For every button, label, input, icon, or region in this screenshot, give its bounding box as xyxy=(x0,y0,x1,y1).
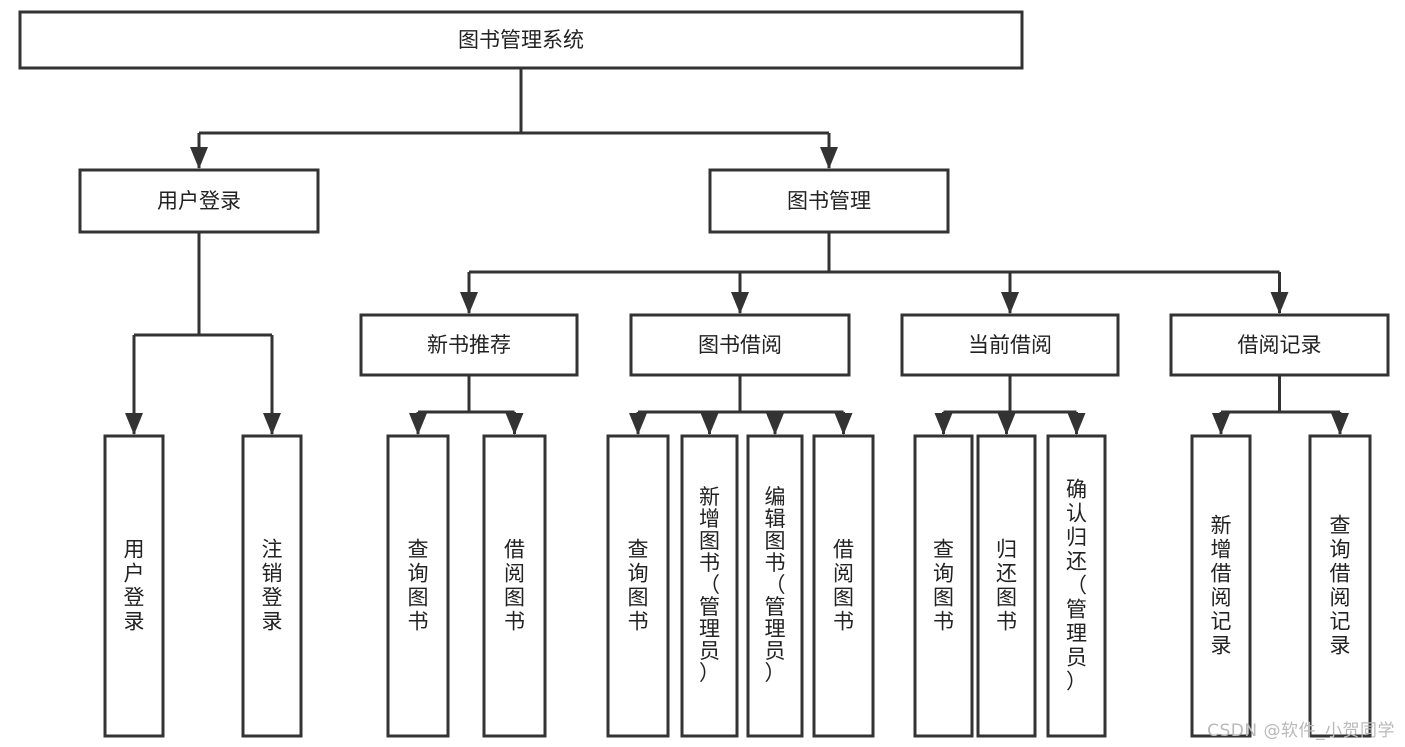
node-rect[interactable] xyxy=(1190,434,1252,738)
arrow-head-icon xyxy=(997,413,1016,435)
node-rect[interactable] xyxy=(482,434,547,738)
arrow-head-icon xyxy=(700,413,719,435)
node-rect[interactable] xyxy=(78,168,320,234)
node-rect[interactable] xyxy=(913,434,974,738)
arrow-head-icon xyxy=(766,413,784,435)
arrow-head-icon xyxy=(505,413,524,435)
leaf-user-2[interactable] xyxy=(241,434,303,738)
node-label: 当前借阅 xyxy=(968,333,1052,357)
node-label-vertical: 编辑图书（管理员） xyxy=(765,485,786,685)
leaf-4-1[interactable] xyxy=(1190,434,1252,738)
node-label-vertical: 借阅图书 xyxy=(504,538,525,634)
leaf-user-1[interactable] xyxy=(103,434,165,738)
node-label-vertical: 借阅图书 xyxy=(833,538,854,634)
node-rect[interactable] xyxy=(359,313,579,377)
node-label: 新书推荐 xyxy=(427,333,511,357)
node-label-vertical: 查询借阅记录 xyxy=(1330,514,1351,658)
arrow-head-icon xyxy=(1212,413,1230,435)
node-label-vertical: 确认归还（管理员） xyxy=(1066,478,1087,694)
leaf-2-2[interactable] xyxy=(680,434,739,738)
node-branch-1[interactable] xyxy=(78,168,320,234)
node-label: 图书管理 xyxy=(787,189,871,213)
node-rect[interactable] xyxy=(606,434,670,738)
node-rect[interactable] xyxy=(386,434,450,738)
leaf-3-3[interactable] xyxy=(1046,434,1107,738)
node-label-vertical: 注销登录 xyxy=(262,538,283,634)
node-rect[interactable] xyxy=(241,434,303,738)
leaf-2-3[interactable] xyxy=(746,434,804,738)
leaf-1-1[interactable] xyxy=(386,434,450,738)
node-rect[interactable] xyxy=(680,434,739,738)
arrow-head-icon xyxy=(409,413,427,435)
node-rect[interactable] xyxy=(103,434,165,738)
leaf-3-1[interactable] xyxy=(913,434,974,738)
node-subsystem-2[interactable] xyxy=(629,313,851,377)
node-label: 借阅记录 xyxy=(1238,333,1322,357)
arrow-head-icon xyxy=(460,292,478,314)
node-label-vertical: 新增借阅记录 xyxy=(1211,514,1232,658)
connector-layer xyxy=(125,68,1349,435)
leaf-4-2[interactable] xyxy=(1308,434,1372,738)
node-rect[interactable] xyxy=(746,434,804,738)
node-label: 图书借阅 xyxy=(698,333,782,357)
node-rect[interactable] xyxy=(1169,313,1390,377)
leaf-1-2[interactable] xyxy=(482,434,547,738)
node-subsystem-1[interactable] xyxy=(359,313,579,377)
node-layer: 图书管理系统用户登录图书管理用户登录注销登录新书推荐查询图书借阅图书图书借阅查询… xyxy=(18,10,1390,738)
node-label-vertical: 查询图书 xyxy=(408,538,429,634)
node-subsystem-3[interactable] xyxy=(900,313,1120,377)
arrow-head-icon xyxy=(1001,292,1019,314)
node-root-图书管理系统[interactable] xyxy=(18,10,1024,70)
node-rect[interactable] xyxy=(18,10,1024,70)
node-rect[interactable] xyxy=(900,313,1120,377)
node-rect[interactable] xyxy=(1046,434,1107,738)
node-label: 用户登录 xyxy=(157,189,241,213)
arrow-head-icon xyxy=(820,147,838,169)
node-rect[interactable] xyxy=(976,434,1037,738)
arrow-head-icon xyxy=(731,292,749,314)
node-label-vertical: 用户登录 xyxy=(124,538,145,634)
leaf-2-4[interactable] xyxy=(812,434,875,738)
leaf-3-2[interactable] xyxy=(976,434,1037,738)
arrow-head-icon xyxy=(263,413,281,435)
arrow-head-icon xyxy=(834,413,853,435)
node-branch-2[interactable] xyxy=(708,168,950,234)
node-rect[interactable] xyxy=(1308,434,1372,738)
arrow-head-icon xyxy=(190,147,208,169)
leaf-2-1[interactable] xyxy=(606,434,670,738)
node-subsystem-4[interactable] xyxy=(1169,313,1390,377)
node-label: 图书管理系统 xyxy=(458,28,584,52)
node-label-vertical: 查询图书 xyxy=(628,538,649,634)
node-label-vertical: 归还图书 xyxy=(996,538,1017,634)
arrow-head-icon xyxy=(1067,413,1086,435)
arrow-head-icon xyxy=(629,413,647,435)
node-label-vertical: 新增图书（管理员） xyxy=(699,485,720,685)
node-rect[interactable] xyxy=(708,168,950,234)
node-rect[interactable] xyxy=(629,313,851,377)
arrow-head-icon xyxy=(125,413,143,435)
node-rect[interactable] xyxy=(812,434,875,738)
arrow-head-icon xyxy=(934,413,953,435)
arrow-head-icon xyxy=(1270,292,1289,314)
node-label-vertical: 查询图书 xyxy=(933,538,954,634)
arrow-head-icon xyxy=(1331,413,1349,435)
